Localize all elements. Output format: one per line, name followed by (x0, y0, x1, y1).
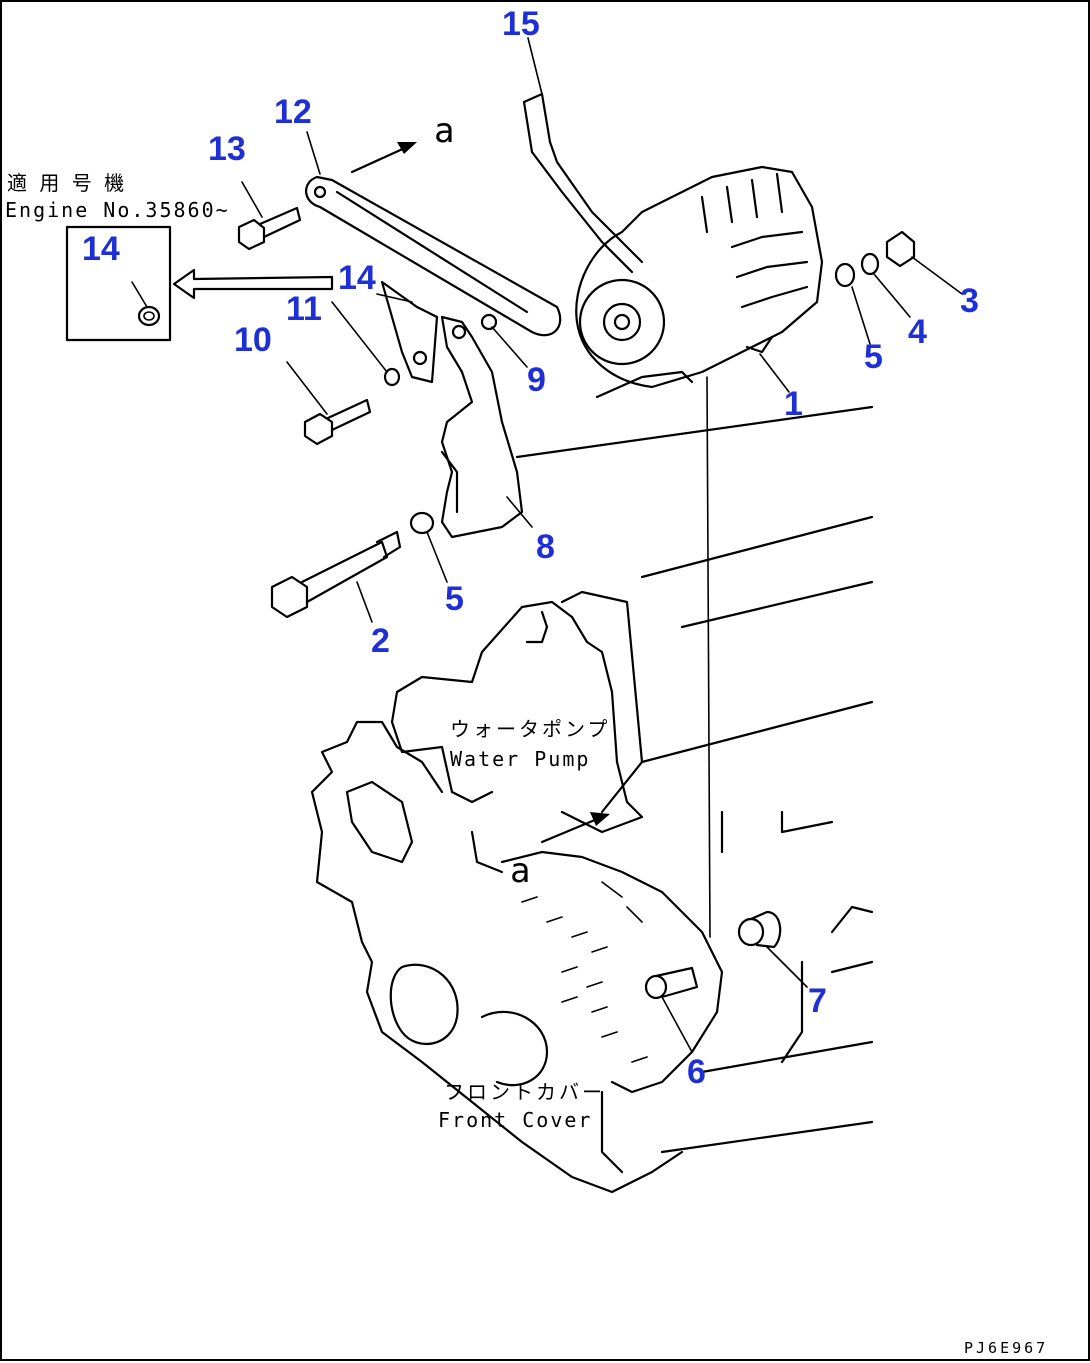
fan-belt (522, 92, 644, 274)
front-cover (310, 720, 724, 1194)
callout-4: 4 (908, 313, 927, 351)
washer-4 (860, 252, 880, 276)
front-cover-label-en: Front Cover (438, 1108, 592, 1132)
engine-block (515, 405, 874, 1154)
washer-13 (383, 367, 401, 387)
callout-15: 15 (502, 5, 540, 43)
washer-5-lower (409, 511, 435, 535)
alternator-bracket (440, 315, 524, 539)
water-pump-label-en: Water Pump (450, 747, 590, 771)
washer-5-upper (834, 262, 856, 288)
water-pump (390, 600, 644, 834)
bushing-6 (644, 966, 699, 1000)
applicable-box (65, 225, 334, 342)
drawing-code: PJ6E967 (964, 1339, 1048, 1357)
applicable-label-jp: 適 用 号 機 (7, 171, 127, 195)
view-a-label-bottom: a (510, 851, 530, 891)
callout-1: 1 (784, 385, 803, 423)
view-arrows (350, 142, 610, 844)
alternator (575, 165, 824, 399)
callout-8: 8 (536, 528, 555, 566)
callout-14-box: 14 (82, 230, 120, 268)
callout-7: 7 (808, 982, 827, 1020)
leader-lines (131, 37, 963, 1053)
bolt-12 (303, 398, 372, 446)
callout-3: 3 (960, 282, 979, 320)
callout-9: 9 (527, 361, 546, 399)
spacer-14-box (137, 305, 161, 327)
front-cover-label-jp: フロントカバー (444, 1080, 605, 1104)
water-pump-label-jp: ウォータポンプ (450, 717, 610, 741)
engine-number-label: Engine No.35860~ (5, 198, 230, 222)
nut-3 (885, 230, 916, 268)
callout-5-lower: 5 (445, 580, 464, 618)
callout-6: 6 (687, 1053, 706, 1091)
adjusting-bar (305, 175, 562, 337)
text-labels: 適 用 号 機 Engine No.35860~ a a ウォータポンプ Wat… (5, 111, 1048, 1357)
callout-11: 13 (208, 130, 246, 168)
view-a-label-top: a (434, 111, 454, 151)
callout-2: 2 (371, 622, 390, 660)
spacer-7 (737, 910, 782, 949)
callout-10: 12 (274, 93, 312, 131)
washers (137, 230, 916, 535)
callout-13: 11 (286, 290, 322, 328)
callout-12: 10 (234, 321, 272, 359)
callout-5-upper: 5 (864, 338, 883, 376)
bolt-11 (237, 206, 302, 251)
callout-14: 14 (338, 259, 376, 297)
long-bolt (270, 530, 402, 619)
lock-plate (380, 280, 439, 384)
callout-numbers: 15 12 13 14 14 11 10 9 1 5 4 3 8 5 2 7 6 (82, 5, 979, 1091)
